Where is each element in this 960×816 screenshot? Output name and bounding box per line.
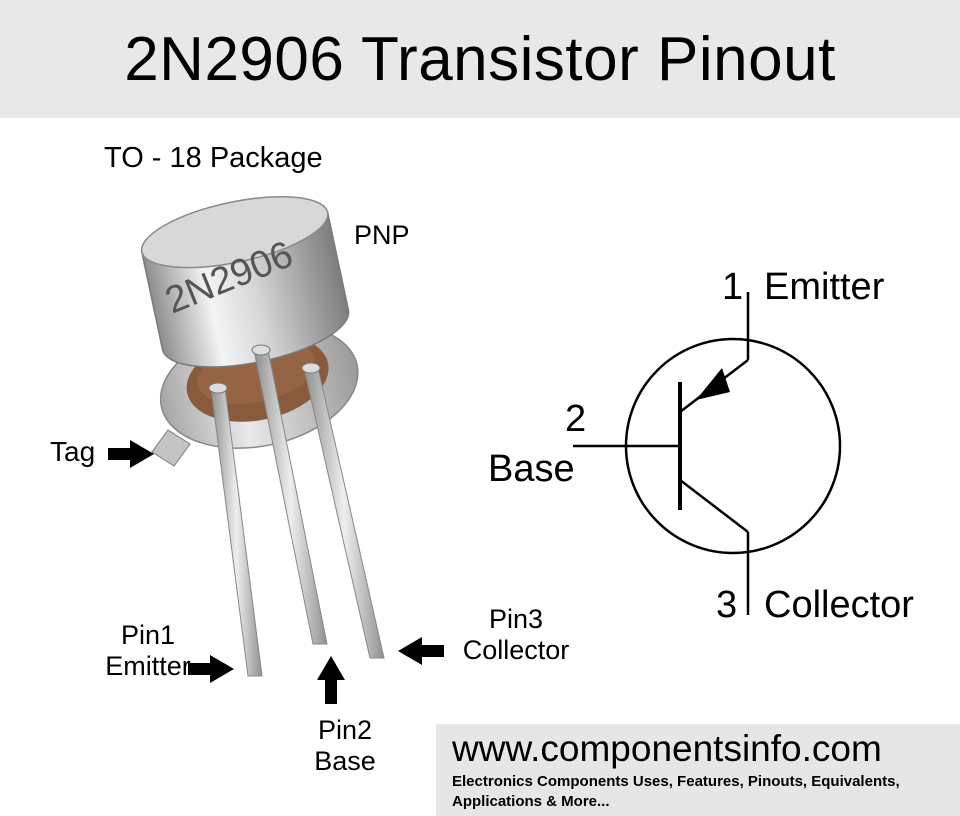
lead-base (251, 344, 328, 645)
site-tagline: Electronics Components Uses, Features, P… (452, 773, 900, 810)
lead-emitter (208, 382, 263, 677)
pin2-arrow-icon (317, 656, 345, 704)
collector-pin-number: 3 (716, 584, 738, 626)
pin1-function: Emitter (105, 651, 191, 681)
type-label: PNP (354, 220, 410, 250)
tag-label: Tag (50, 436, 96, 467)
tag-tab (151, 429, 191, 467)
site-url[interactable]: www.componentsinfo.com (452, 728, 882, 769)
emitter-label: Emitter (764, 266, 885, 308)
package-cap-top (140, 196, 329, 269)
emitter-arrow-icon (696, 368, 730, 400)
pin2-name: Pin2 (317, 715, 373, 745)
footer-banner: www.componentsinfo.com Electronics Compo… (436, 724, 960, 816)
package-label: TO - 18 Package (104, 142, 323, 174)
pin1-name: Pin1 (120, 620, 176, 650)
pin3-arrow-icon (398, 637, 444, 665)
collector-label: Collector (764, 584, 914, 626)
page-title: 2N2906 Transistor Pinout (124, 24, 836, 94)
pin3-function: Collector (462, 635, 570, 665)
pin2-function: Base (314, 746, 376, 776)
collector-line (679, 479, 749, 533)
tag-arrow-icon (108, 440, 154, 468)
title-banner: 2N2906 Transistor Pinout (0, 0, 960, 118)
transistor-package: 2N2906 (140, 196, 385, 677)
pin1-arrow-icon (188, 655, 234, 683)
pin3-name: Pin3 (488, 604, 544, 634)
lead-collector (301, 362, 385, 659)
pin1-label: Pin1 Emitter (74, 620, 222, 682)
pin2-label: Pin2 Base (290, 715, 400, 777)
base-label: Base (488, 448, 575, 490)
emitter-pin-number: 1 (722, 266, 744, 308)
pin3-label: Pin3 Collector (448, 604, 584, 666)
base-pin-number: 2 (565, 398, 587, 440)
pnp-symbol (573, 292, 842, 615)
